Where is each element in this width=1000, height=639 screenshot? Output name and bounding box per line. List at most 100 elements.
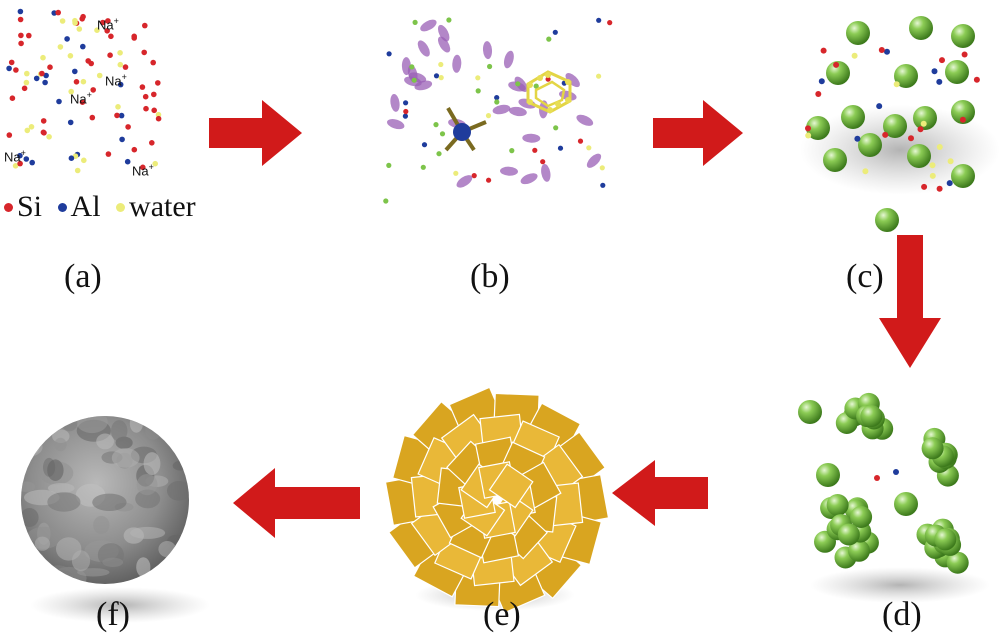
nucleus-sphere <box>841 105 865 129</box>
sem-grain <box>166 416 189 432</box>
solution-particle <box>929 172 936 179</box>
solution-particle <box>13 67 19 73</box>
solution-particle <box>854 135 861 142</box>
solution-particle <box>64 36 70 42</box>
oligomer-unit <box>492 104 511 115</box>
solution-particle <box>72 17 78 24</box>
solution-particle <box>100 19 106 26</box>
solution-particle <box>39 70 45 77</box>
solution-particle <box>142 93 149 100</box>
solution-particle <box>142 22 148 29</box>
aggregate-sphere <box>848 539 870 562</box>
solution-particle <box>545 76 551 82</box>
solution-particle <box>107 52 113 58</box>
nucleus-sphere <box>951 24 975 48</box>
solution-particle <box>600 182 606 188</box>
solution-particle <box>89 114 96 121</box>
oligomer-unit <box>420 19 437 32</box>
solution-particle <box>155 111 162 118</box>
solution-particle <box>494 99 500 105</box>
solution-particle <box>9 95 16 101</box>
panel-a-precursor-solution <box>6 8 162 174</box>
solution-particle <box>553 125 559 131</box>
cage-atom <box>527 99 533 105</box>
solution-particle <box>73 79 80 85</box>
arrow-a-to-b <box>209 100 302 166</box>
sem-grain <box>136 557 151 577</box>
solution-particle <box>155 115 162 122</box>
panel-label-c: (c) <box>846 258 884 295</box>
solution-particle <box>79 99 86 105</box>
solution-particle <box>411 77 417 83</box>
solution-particle <box>820 47 827 54</box>
solution-particle <box>929 162 936 169</box>
solution-particle <box>815 91 822 97</box>
solution-particle <box>486 177 492 183</box>
solution-particle <box>43 72 49 79</box>
solution-particle <box>936 78 943 85</box>
legend-item-si: Si <box>2 190 42 223</box>
aggregate-sphere <box>816 463 840 487</box>
solution-particle <box>893 81 900 88</box>
sem-grain <box>21 416 53 430</box>
solution-particle <box>26 32 32 39</box>
nucleus-sphere <box>823 148 847 172</box>
solution-particle <box>446 17 452 23</box>
sem-grain <box>102 557 124 567</box>
solution-particle <box>108 33 114 40</box>
solution-particle <box>81 157 87 164</box>
solution-particle <box>540 159 546 165</box>
solution-particle <box>151 91 157 98</box>
solution-particle <box>471 173 477 179</box>
solution-particle <box>6 132 13 138</box>
solution-particle <box>141 49 147 56</box>
panel-label-e: (e) <box>483 596 521 633</box>
oligomer-unit <box>565 73 580 88</box>
solution-particle <box>959 116 966 123</box>
solution-particle <box>59 18 66 24</box>
solution-particle <box>125 124 131 130</box>
sem-grain <box>159 425 189 444</box>
solution-particle <box>386 51 392 57</box>
nucleus-sphere <box>826 61 850 85</box>
cage-atom <box>537 75 543 81</box>
solution-particle <box>143 105 149 112</box>
solution-particle <box>117 81 124 88</box>
solution-particle <box>115 104 121 110</box>
sem-grain <box>111 420 128 442</box>
nucleus-sphere <box>951 164 975 188</box>
solution-particle <box>577 138 584 144</box>
aggregate-sphere <box>837 523 860 546</box>
solution-particle <box>920 120 927 127</box>
nucleus-sphere <box>951 100 975 124</box>
solution-particle <box>403 108 409 115</box>
sem-grain <box>21 481 36 492</box>
solution-particle <box>485 113 492 119</box>
panel-label-d: (d) <box>882 596 922 633</box>
oligomer-unit <box>522 133 541 143</box>
solution-particle <box>921 183 928 190</box>
sem-grain <box>34 536 51 551</box>
sem-grain <box>135 489 161 509</box>
sem-grain <box>145 422 162 440</box>
sem-grain <box>22 548 39 559</box>
solution-particle <box>433 73 440 79</box>
oligomer-unit <box>390 93 400 112</box>
solution-particle <box>862 168 869 175</box>
sem-grain <box>172 460 189 471</box>
solution-particle <box>68 88 74 95</box>
oligomer-unit <box>508 106 527 117</box>
sem-grain <box>21 437 43 457</box>
oligomer-unit <box>386 119 405 130</box>
sem-grain <box>92 493 127 511</box>
solution-particle <box>557 145 564 151</box>
solution-particle <box>874 475 880 481</box>
solution-particle <box>596 17 602 23</box>
solution-particle <box>436 151 442 157</box>
nucleus-sphere <box>858 133 882 157</box>
solution-particle <box>96 72 103 79</box>
nucleus-sphere <box>909 16 933 40</box>
sem-grain <box>43 565 73 584</box>
